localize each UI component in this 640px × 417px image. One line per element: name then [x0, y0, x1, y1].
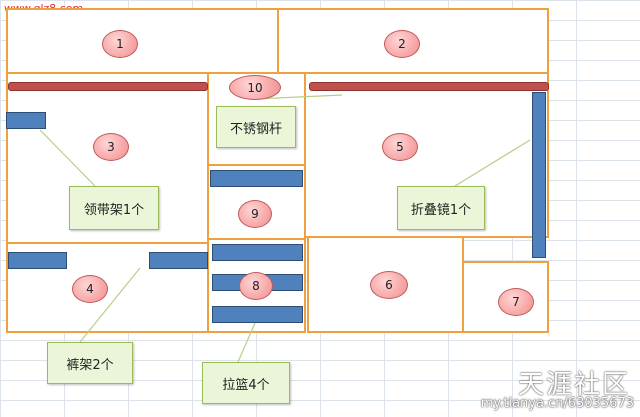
label-9: 9: [238, 200, 272, 228]
folding-mirror-panel: [532, 92, 546, 258]
tie-rack-shelf: [6, 112, 46, 129]
trouser-rack-left: [8, 252, 67, 269]
callout-trouser-rack: 裤架2个: [47, 342, 133, 384]
watermark-name: 天涯社区: [517, 370, 630, 400]
callout-steel-rod: 不锈钢杆: [216, 106, 296, 148]
label-4: 4: [72, 275, 108, 303]
pull-basket-2: [212, 244, 303, 261]
trouser-rack-right: [149, 252, 208, 269]
label-5: 5: [382, 133, 418, 161]
callout-tie-rack: 领带架1个: [69, 186, 159, 230]
callout-pull-basket: 拉篮4个: [202, 362, 290, 404]
label-2: 2: [384, 30, 420, 58]
hanging-rail-left: [8, 82, 208, 91]
callout-folding-mirror: 折叠镜1个: [397, 186, 485, 230]
label-6: 6: [370, 271, 408, 299]
label-3: 3: [93, 133, 129, 161]
label-1: 1: [102, 30, 138, 58]
hanging-rail-right: [309, 82, 549, 91]
pull-basket-4: [212, 306, 303, 323]
label-10: 10: [229, 75, 281, 100]
pull-basket-top: [210, 170, 303, 187]
label-7: 7: [498, 288, 534, 316]
label-8: 8: [239, 272, 273, 300]
watermark-url: my.tianya.cn/63035673: [480, 396, 634, 411]
